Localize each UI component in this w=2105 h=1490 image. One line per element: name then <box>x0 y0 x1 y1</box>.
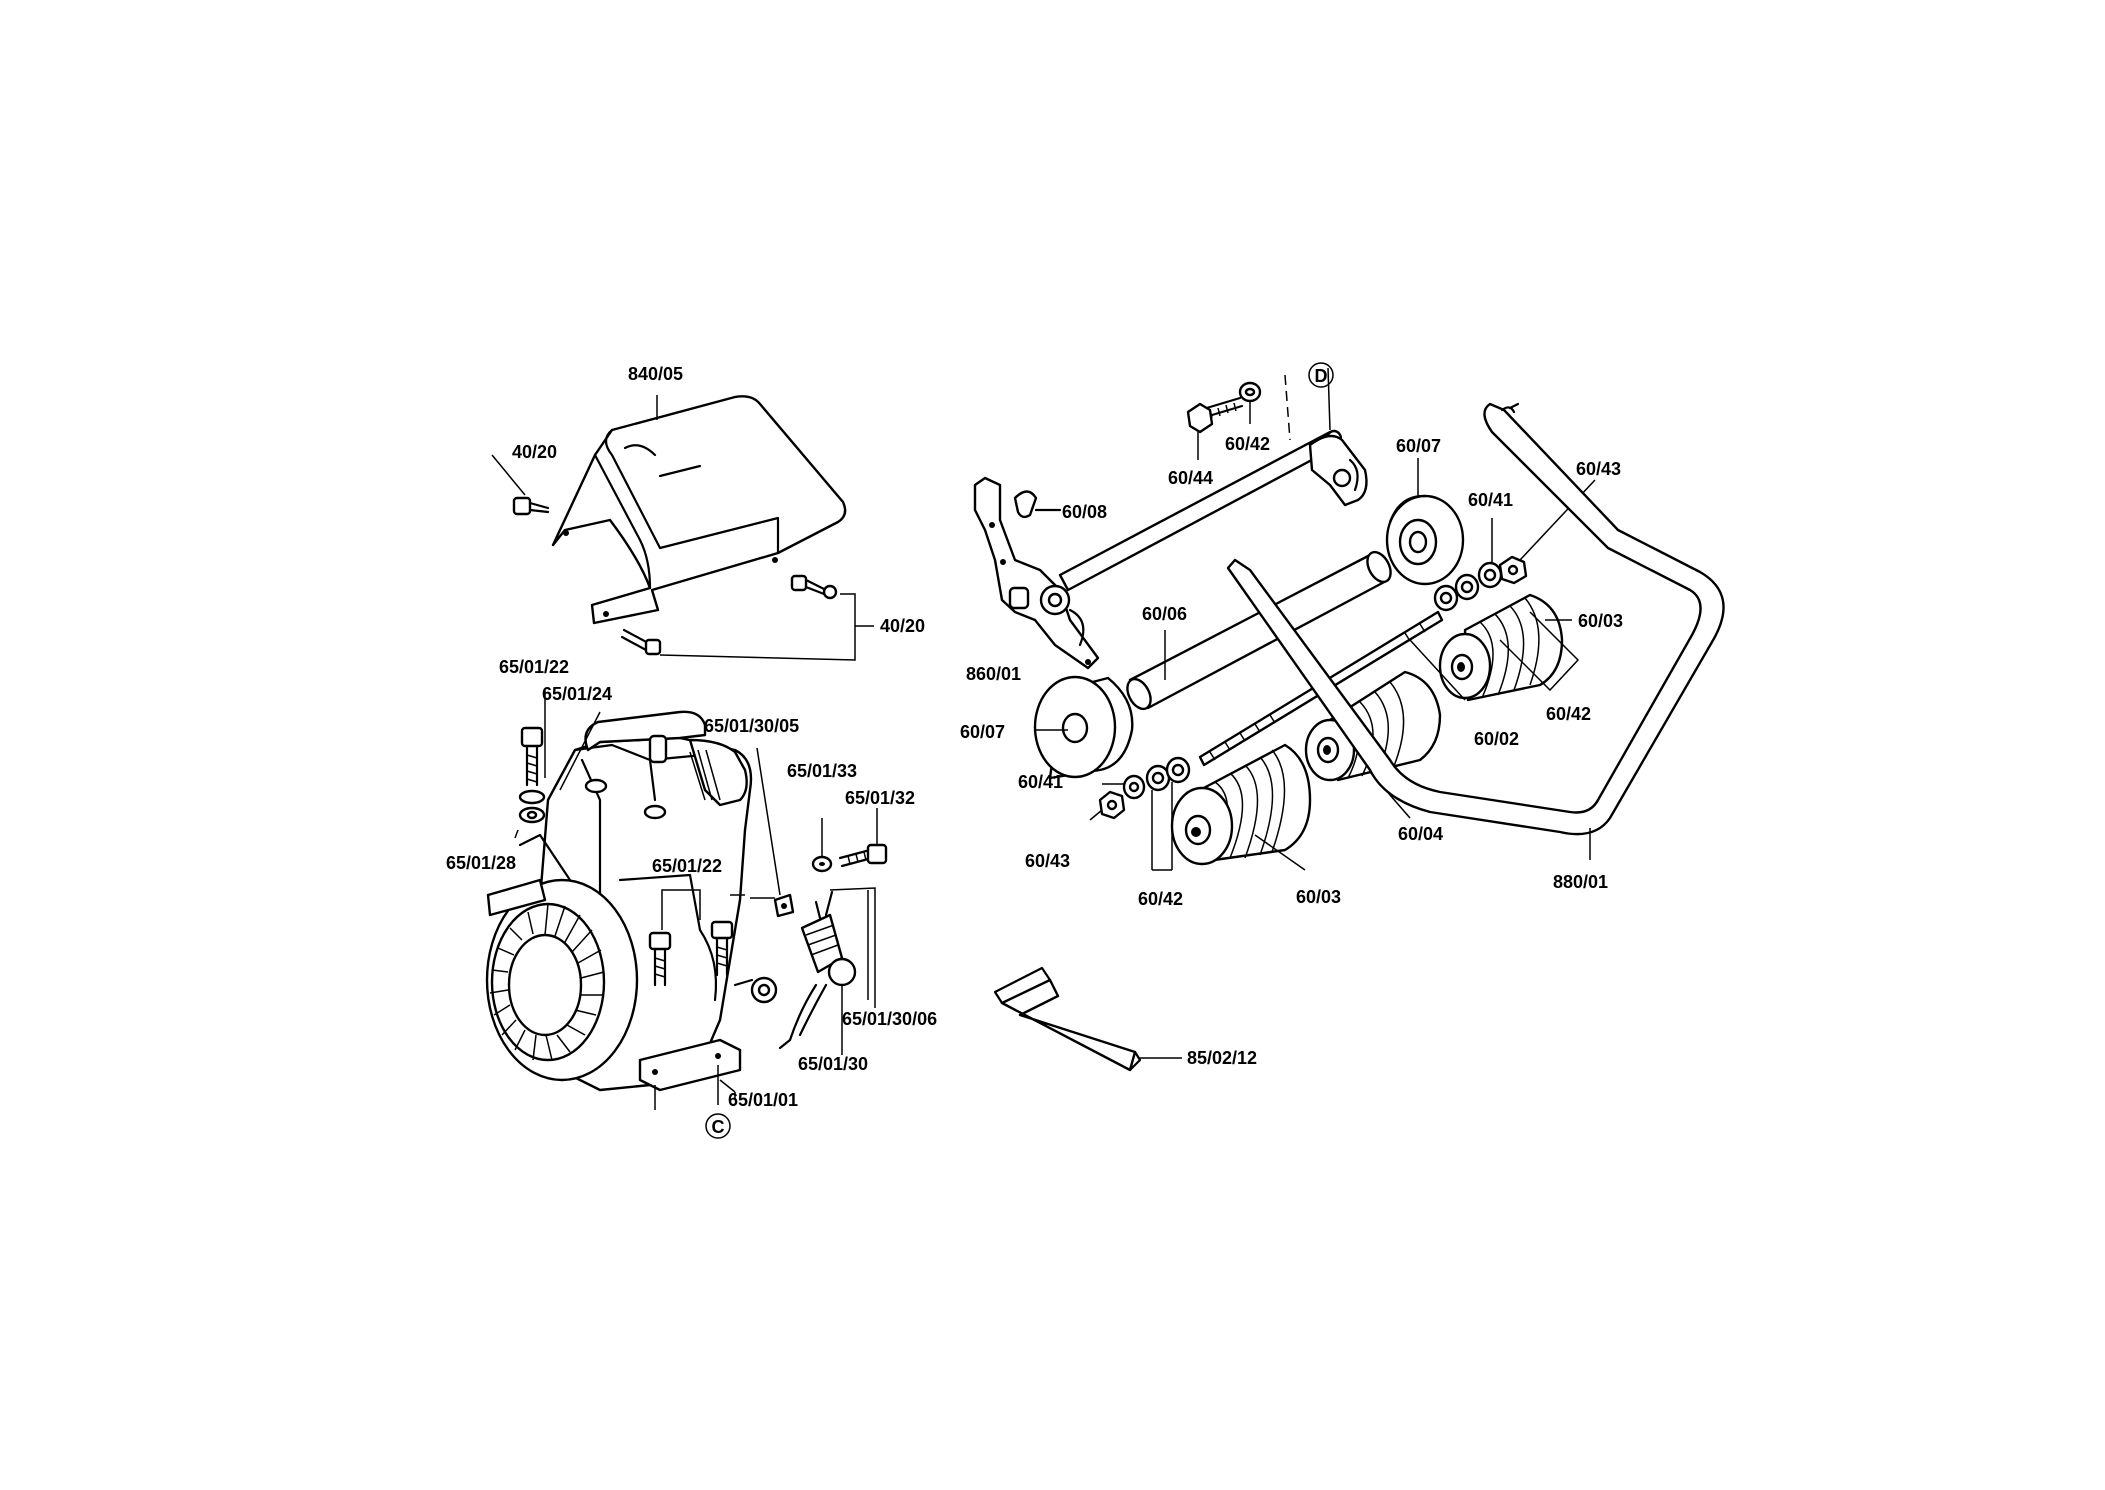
callout-60-07-a: 60/07 <box>1396 436 1441 456</box>
callout-65-01-24: 65/01/24 <box>542 684 612 704</box>
leader-65-01-30-06 <box>829 887 876 1008</box>
callout-840-05: 840/05 <box>628 364 683 384</box>
cover-screw-c <box>620 628 662 656</box>
callout-65-01-22-b: 65/01/22 <box>652 856 722 876</box>
callout-65-01-30: 65/01/30 <box>798 1054 868 1074</box>
callout-60-04: 60/04 <box>1398 824 1443 844</box>
callout-60-43-b: 60/43 <box>1576 459 1621 479</box>
callout-60-02: 60/02 <box>1474 729 1519 749</box>
leader-60-43-a <box>1089 809 1103 821</box>
callout-60-03-a: 60/03 <box>1296 887 1341 907</box>
engine-bolt-center-a <box>648 931 672 987</box>
reference-marker-d: D <box>1308 362 1334 388</box>
leader-60-42-c <box>1499 611 1580 692</box>
engine-bolt-center-b <box>710 920 734 977</box>
cover-screw-a <box>512 496 550 516</box>
leader-60-02 <box>1409 639 1466 701</box>
leader-65-01-28 <box>514 829 519 839</box>
handle-880-01 <box>1226 402 1725 836</box>
callout-65-01-30-06: 65/01/30/06 <box>842 1009 937 1029</box>
switch-bracket <box>773 893 795 918</box>
washer-60-42-top <box>1238 381 1262 403</box>
leader-65-01-30-05 <box>756 747 781 896</box>
switch-screw <box>838 843 888 868</box>
callout-d: D <box>1315 366 1328 386</box>
reference-marker-c: C <box>705 1113 731 1139</box>
engine-bolt-top <box>518 726 546 824</box>
engine-cover <box>551 395 847 625</box>
clip-60-08 <box>1013 490 1062 519</box>
leader-40-20-a <box>491 454 526 496</box>
callout-60-44: 60/44 <box>1168 468 1213 488</box>
callout-860-01: 860/01 <box>966 664 1021 684</box>
leader-60-03-a <box>1254 834 1306 871</box>
engine <box>485 710 778 1092</box>
callout-60-42-c: 60/42 <box>1546 704 1591 724</box>
callout-60-43-a: 60/43 <box>1025 851 1070 871</box>
callout-65-01-22-a: 65/01/22 <box>499 657 569 677</box>
callout-60-41-b: 60/41 <box>1468 490 1513 510</box>
bolt-60-44 <box>1186 396 1244 434</box>
callout-60-06: 60/06 <box>1142 604 1187 624</box>
tine-reel-right <box>1438 593 1564 702</box>
lower-washer-stack <box>1098 756 1191 820</box>
leader-wire <box>730 894 775 899</box>
leader-40-20-b <box>659 593 874 661</box>
cover-screw-b <box>790 574 838 600</box>
tine-reel-lower <box>1170 743 1312 866</box>
leader-65-01-01 <box>719 1079 736 1100</box>
leader-60-42-b <box>1151 782 1173 871</box>
callout-60-42-b: 60/42 <box>1138 889 1183 909</box>
callout-65-01-30-05: 65/01/30/05 <box>704 716 799 736</box>
right-washer-stack <box>1433 555 1528 612</box>
leader-d <box>1327 367 1331 431</box>
roller-60-07-lower <box>1033 675 1134 780</box>
callout-65-01-01: 65/01/01 <box>728 1090 798 1110</box>
callout-65-01-32: 65/01/32 <box>845 788 915 808</box>
switch-washer <box>811 818 833 873</box>
leader-65-01-22-b <box>661 889 701 930</box>
callout-40-20-b: 40/20 <box>880 616 925 636</box>
left-bracket <box>973 476 1100 670</box>
callout-880-01: 880/01 <box>1553 872 1608 892</box>
callout-85-02-12: 85/02/12 <box>1187 1048 1257 1068</box>
callout-65-01-33: 65/01/33 <box>787 761 857 781</box>
callout-65-01-28: 65/01/28 <box>446 853 516 873</box>
callout-60-41-a: 60/41 <box>1018 772 1063 792</box>
leader-dashed <box>1284 374 1291 441</box>
hex-key <box>993 966 1142 1072</box>
callout-c: C <box>712 1117 725 1137</box>
roller-60-07-upper <box>1385 494 1465 586</box>
callout-60-07-b: 60/07 <box>960 722 1005 742</box>
callout-60-42-a: 60/42 <box>1225 434 1270 454</box>
callout-40-20-a: 40/20 <box>512 442 557 462</box>
tube-60-06 <box>1126 550 1392 711</box>
callout-60-03-b: 60/03 <box>1578 611 1623 631</box>
callout-60-08: 60/08 <box>1062 502 1107 522</box>
leader-65-01-24 <box>544 690 601 791</box>
leader-base <box>654 1065 719 1110</box>
right-bracket <box>1308 434 1368 507</box>
